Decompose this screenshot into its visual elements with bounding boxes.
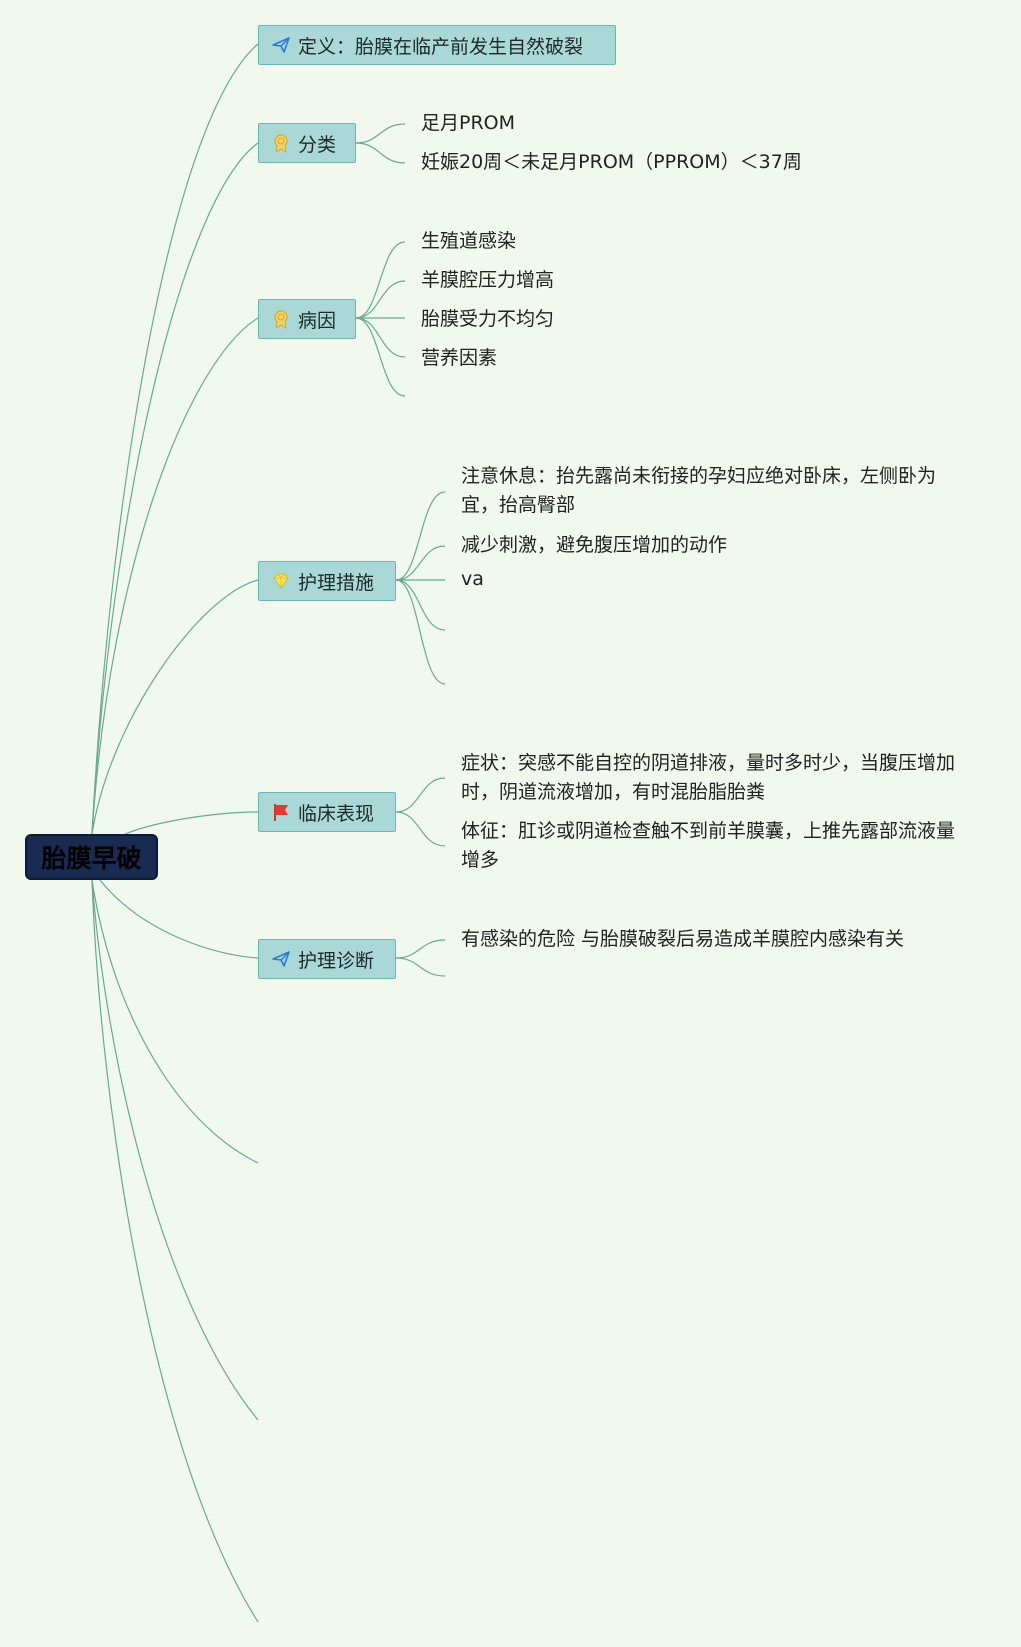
topic-clinical-manifestations[interactable]: 临床表现 bbox=[258, 792, 396, 832]
topic-label: 护理措施 bbox=[298, 571, 375, 594]
topic-label: 护理诊断 bbox=[298, 949, 375, 972]
list-item: 妊娠20周＜未足月PROM（PPROM）＜37周 bbox=[421, 151, 802, 173]
list-item: 减少刺激，避免腹压增加的动作 bbox=[461, 534, 728, 556]
link-root-clinical bbox=[124, 811, 259, 835]
red-flag-icon bbox=[274, 804, 288, 821]
link-root-definition bbox=[91, 43, 259, 835]
award-medal-icon bbox=[274, 310, 288, 329]
paper-plane-icon bbox=[272, 37, 290, 53]
award-medal-icon bbox=[274, 134, 288, 153]
topic-classification[interactable]: 分类 bbox=[258, 123, 356, 163]
link-clin-1 bbox=[395, 777, 446, 813]
link-root-nursing-measures bbox=[91, 579, 259, 835]
link-nurse-5 bbox=[395, 579, 446, 685]
list-item: 注意休息：抬先露尚未衔接的孕妇应绝对卧床，左侧卧为宜，抬高臀部 bbox=[461, 465, 937, 516]
link-class-2 bbox=[355, 142, 406, 164]
diamond-gem-icon bbox=[273, 573, 289, 589]
link-etio-4 bbox=[355, 317, 406, 358]
list-item: 羊膜腔压力增高 bbox=[421, 269, 555, 291]
link-diag-2 bbox=[395, 957, 446, 977]
link-diag-1 bbox=[395, 939, 446, 959]
link-nurse-4 bbox=[395, 579, 446, 631]
list-item: 体征：肛诊或阴道检查触不到前羊膜囊，上推先露部流液量增多 bbox=[461, 820, 956, 871]
link-class-1 bbox=[355, 123, 406, 144]
link-root-empty-1 bbox=[91, 879, 259, 1164]
topic-definition[interactable]: 定义：胎膜在临产前发生自然破裂 bbox=[258, 25, 616, 65]
link-clin-2 bbox=[395, 811, 446, 847]
topic-label: 定义：胎膜在临产前发生自然破裂 bbox=[298, 35, 584, 58]
link-etio-2 bbox=[355, 280, 406, 319]
paper-plane-icon bbox=[272, 951, 290, 967]
root-label: 胎膜早破 bbox=[41, 844, 142, 873]
list-item: 足月PROM bbox=[421, 112, 516, 134]
link-root-empty-3 bbox=[91, 879, 259, 1623]
link-nurse-2 bbox=[395, 545, 446, 581]
list-item: 生殖道感染 bbox=[421, 230, 517, 252]
root-node[interactable]: 胎膜早破 bbox=[25, 834, 158, 880]
link-root-diagnosis bbox=[99, 879, 259, 959]
link-etio-1 bbox=[355, 241, 406, 319]
topic-label: 病因 bbox=[298, 309, 337, 332]
link-root-etiology bbox=[91, 317, 259, 835]
list-item: 症状：突感不能自控的阴道排液，量时多时少，当腹压增加时，阴道流液增加，有时混胎脂… bbox=[461, 752, 956, 803]
topic-etiology[interactable]: 病因 bbox=[258, 299, 356, 339]
topic-label: 临床表现 bbox=[298, 802, 375, 825]
link-root-classification bbox=[91, 142, 259, 835]
list-item: va bbox=[461, 568, 484, 590]
topic-label: 分类 bbox=[298, 133, 337, 156]
link-etio-5 bbox=[355, 317, 406, 397]
topic-nursing-diagnosis[interactable]: 护理诊断 bbox=[258, 939, 396, 979]
list-item: 有感染的危险 与胎膜破裂后易造成羊膜腔内感染有关 bbox=[461, 928, 905, 950]
link-root-empty-2 bbox=[91, 879, 259, 1421]
list-item: 胎膜受力不均匀 bbox=[421, 308, 555, 330]
link-nurse-1 bbox=[395, 491, 446, 581]
topic-nursing-measures[interactable]: 护理措施 bbox=[258, 561, 396, 601]
list-item: 营养因素 bbox=[421, 347, 498, 369]
